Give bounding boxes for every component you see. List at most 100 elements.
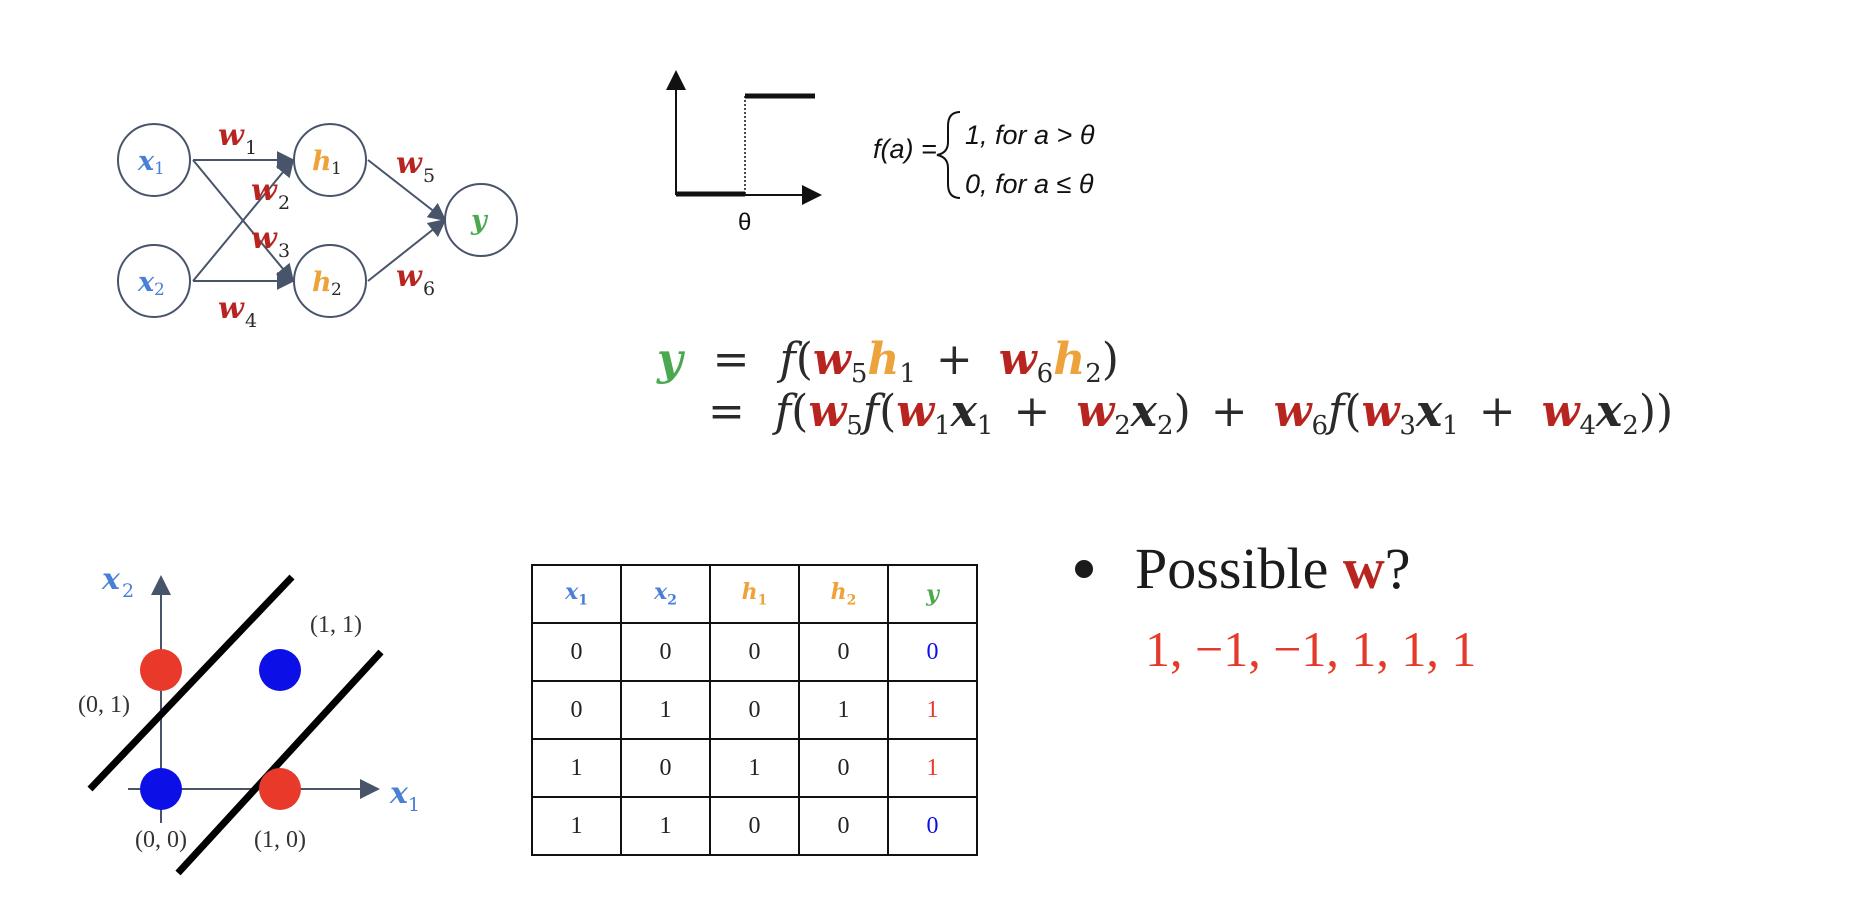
eq-f-outer: f [774,386,792,437]
table-cell: 0 [620,622,711,682]
eq2-w5-sub: 5 [846,411,863,441]
eq2-w4: w [1541,386,1580,437]
weight-w4: w 4 [218,291,257,332]
weight-w2-symbol: w [251,173,278,208]
network-diagram: x 1 x 2 h 1 h 2 y w 1 w 2 w 3 w 4 w 5 w [117,118,518,332]
eq-w6: w [998,334,1037,385]
weight-w3: w 3 [251,221,290,262]
node-y-symbol: y [470,205,489,236]
case-1: 1, for a > θ [965,120,1095,150]
eq-f-inner-2: f [1328,386,1345,437]
eq2-x2-sub: 2 [1157,411,1174,441]
eq-h2: h [1053,334,1086,385]
eq2-x2b: x [1596,386,1623,437]
node-x2: x 2 [117,244,191,318]
weight-w6: w 6 [396,259,435,300]
table-cell: 0 [531,622,622,682]
data-point-label: (0, 1) [78,692,130,718]
table-cell: 0 [887,622,978,682]
node-h2-symbol: h [312,267,332,298]
truth-table-header-3: h2 [798,564,889,624]
equation-line-2: = f(w5f(w1x1 + w2x2) + w6f(w3x1 + w4x2)) [708,386,1674,441]
question-text-before: Possible [1135,536,1343,601]
y-axis-label-symbol: x [101,562,121,597]
eq-plus-1: + [935,334,973,385]
eq2-x2: x [1130,386,1158,437]
eq-equals-1: = [712,334,750,385]
node-x2-subscript: 2 [154,280,165,300]
edge-h2-y [367,218,447,282]
eq2-x1b-sub: 1 [1442,411,1459,441]
eq-h1-sub: 1 [899,359,916,389]
weight-w5-symbol: w [396,146,423,181]
table-cell: 0 [798,738,889,798]
eq-w5: w [812,334,851,385]
truth-table-header-4: y [887,564,978,624]
data-point [259,649,301,691]
weight-w6-subscript: 6 [423,278,435,300]
weight-w1-symbol: w [218,118,245,153]
eq2-w2-sub: 2 [1114,411,1131,441]
xor-plot: x 1 x 2 (0, 0)(1, 0)(0, 1)(1, 1) [78,562,420,876]
threshold-label: θ [738,209,751,236]
table-cell: 1 [887,738,978,798]
table-cell: 0 [709,796,800,856]
node-h2-subscript: 2 [331,280,342,300]
eq2-w6: w [1273,386,1312,437]
eq2-x2b-sub: 2 [1622,411,1639,441]
eq-paren-open: ( [795,334,813,385]
case-2: 0, for a ≤ θ [965,169,1094,199]
weight-w1-subscript: 1 [245,137,257,159]
table-cell: 1 [620,796,711,856]
plot-points: (0, 0)(1, 0)(0, 1)(1, 1) [78,612,362,853]
edge-h1-y [367,159,447,222]
table-cell: 1 [709,738,800,798]
node-h2: h 2 [293,244,367,318]
table-cell: 1 [531,738,622,798]
eq2-x1-sub: 1 [976,411,994,441]
eq2-plus-3: + [1478,386,1516,437]
data-point-label: (1, 0) [254,827,306,853]
weight-w4-symbol: w [218,291,245,326]
weight-w2-subscript: 2 [278,192,290,214]
question-text-after: ? [1384,536,1411,601]
data-point [140,649,182,691]
function-definition-lhs: f(a) = [873,134,937,164]
separator-line-lower [175,649,384,876]
weight-w5: w 5 [396,146,435,187]
eq2-plus-2: + [1210,386,1248,437]
x-axis-label-symbol: x [389,776,409,811]
eq2-w3: w [1361,386,1400,437]
eq-w6-sub: 6 [1036,359,1054,389]
step-function-graph: θ f(a) = 1, for a > θ 0, for a ≤ θ [666,70,1095,236]
data-point [140,768,182,810]
table-cell: 1 [531,796,622,856]
eq-y: y [657,334,683,385]
truth-table-header-2: h1 [709,564,800,624]
eq2-x1: x [950,386,977,437]
truth-table-header-0: x1 [531,564,622,624]
eq-h2-sub: 2 [1085,359,1102,389]
bullet-dot [1075,559,1093,578]
weight-w5-subscript: 5 [423,165,435,187]
eq2-w3-sub: 3 [1399,411,1416,441]
weight-w3-symbol: w [251,221,278,256]
eq2-w2: w [1076,386,1115,437]
data-point [259,768,301,810]
weight-w3-subscript: 3 [278,240,290,262]
eq-f-1: f [779,334,796,385]
eq2-w6-sub: 6 [1311,411,1329,441]
node-x1-symbol: x [137,146,155,177]
eq-equals-2: = [708,386,745,437]
data-point-label: (1, 1) [310,612,362,638]
table-cell: 0 [709,680,800,740]
question-bullet: Possible w? [1075,535,1411,602]
eq-w5-sub: 5 [850,359,868,389]
node-h1-subscript: 1 [331,159,342,179]
eq-paren-close: ) [1101,334,1119,385]
eq-f-inner-1: f [862,386,880,437]
